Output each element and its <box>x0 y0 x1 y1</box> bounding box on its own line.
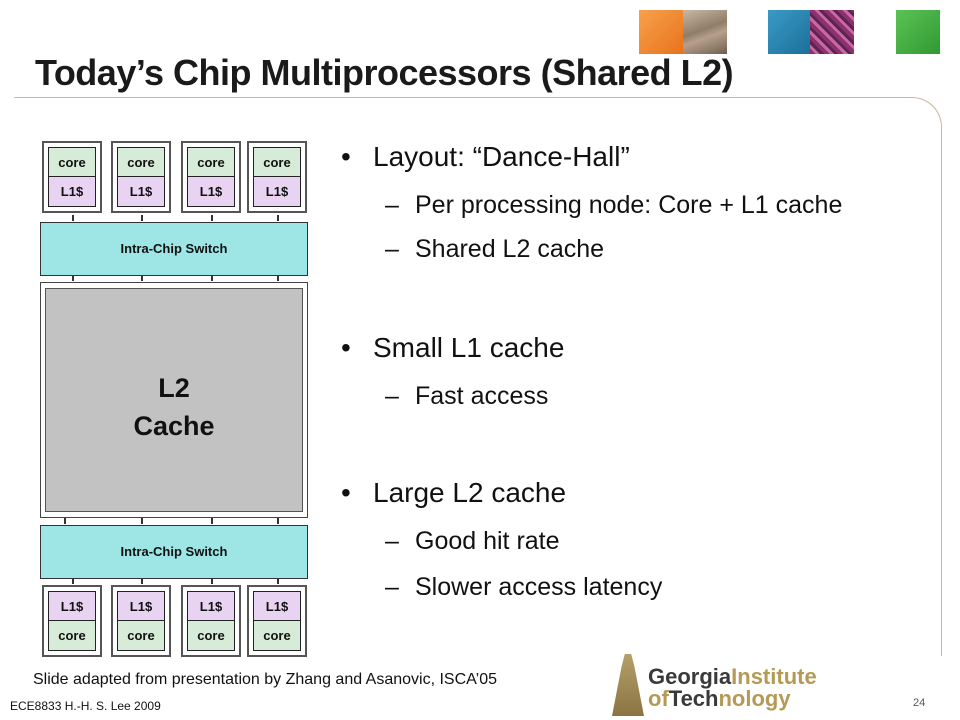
core-label: core <box>187 620 235 651</box>
core-node-top-3: core L1$ <box>181 141 241 213</box>
sub-bullet-per-node: Per processing node: Core + L1 cache <box>385 191 842 220</box>
l1-cache-label: L1$ <box>48 176 96 207</box>
core-node-top-1: core L1$ <box>42 141 102 213</box>
header-tile-blue <box>768 10 810 54</box>
connector-tick <box>277 275 279 281</box>
connector-tick <box>211 215 213 221</box>
slide-title: Today’s Chip Multiprocessors (Shared L2) <box>35 52 734 93</box>
footer-text: ECE8833 H.-H. S. Lee 2009 <box>10 699 161 713</box>
l2-cache-label: L2 Cache <box>46 369 302 445</box>
core-node-bottom-1: L1$ core <box>42 585 102 657</box>
bullet-layout: Layout: “Dance-Hall” <box>341 141 630 173</box>
l2-cache-area: L2 Cache <box>45 288 303 512</box>
connector-tick <box>72 215 74 221</box>
bullet-small-l1: Small L1 cache <box>341 332 565 364</box>
sub-bullet-shared-l2: Shared L2 cache <box>385 235 604 264</box>
l1-cache-label: L1$ <box>253 591 301 622</box>
core-label: core <box>48 620 96 651</box>
core-label: core <box>253 620 301 651</box>
connector-tick <box>141 518 143 524</box>
connector-tick <box>277 518 279 524</box>
intra-chip-switch-bottom: Intra-Chip Switch <box>40 525 308 579</box>
logo-word-georgia: Georgia <box>648 664 732 689</box>
connector-tick <box>211 518 213 524</box>
intra-chip-switch-top: Intra-Chip Switch <box>40 222 308 276</box>
l1-cache-label: L1$ <box>117 591 165 622</box>
bullet-large-l2: Large L2 cache <box>341 477 566 509</box>
core-label: core <box>48 147 96 178</box>
georgia-tech-logo: GeorgiaInstitute ofTechnology <box>612 654 824 716</box>
sub-bullet-latency: Slower access latency <box>385 573 662 602</box>
core-label: core <box>253 147 301 178</box>
connector-tick <box>141 275 143 281</box>
connector-tick <box>277 215 279 221</box>
tower-logo-icon <box>612 654 644 716</box>
connector-tick <box>141 215 143 221</box>
l1-cache-label: L1$ <box>187 176 235 207</box>
connector-tick <box>211 275 213 281</box>
l2-label-line1: L2 <box>158 373 190 403</box>
connector-tick <box>211 578 213 584</box>
core-node-bottom-4: L1$ core <box>247 585 307 657</box>
connector-tick <box>141 578 143 584</box>
credit-text: Slide adapted from presentation by Zhang… <box>33 671 497 688</box>
logo-word-tech: Tech <box>668 686 719 711</box>
header-tile-green <box>896 10 940 54</box>
connector-tick <box>72 275 74 281</box>
connector-tick <box>277 578 279 584</box>
core-label: core <box>117 147 165 178</box>
content-frame <box>14 97 942 656</box>
logo-word-institute: Institute <box>731 664 817 689</box>
core-node-bottom-3: L1$ core <box>181 585 241 657</box>
page-number: 24 <box>913 697 926 709</box>
l1-cache-label: L1$ <box>187 591 235 622</box>
l1-cache-label: L1$ <box>117 176 165 207</box>
l1-cache-label: L1$ <box>253 176 301 207</box>
logo-word-nology: nology <box>718 686 791 711</box>
logo-word-of: of <box>648 686 669 711</box>
header-tile-chip-photo <box>810 10 854 54</box>
header-tile-orange <box>639 10 683 54</box>
core-node-bottom-2: L1$ core <box>111 585 171 657</box>
l2-cache-block: L2 Cache <box>40 282 308 518</box>
logo-line1: GeorgiaInstitute <box>648 664 817 690</box>
core-label: core <box>187 147 235 178</box>
core-label: core <box>117 620 165 651</box>
logo-line2: ofTechnology <box>648 686 791 712</box>
core-node-top-4: core L1$ <box>247 141 307 213</box>
l1-cache-label: L1$ <box>48 591 96 622</box>
l2-label-line2: Cache <box>133 411 215 441</box>
connector-tick <box>64 518 66 524</box>
core-node-top-2: core L1$ <box>111 141 171 213</box>
sub-bullet-hit-rate: Good hit rate <box>385 527 559 556</box>
sub-bullet-fast-access: Fast access <box>385 382 548 411</box>
header-tile-photo <box>683 10 727 54</box>
connector-tick <box>72 578 74 584</box>
